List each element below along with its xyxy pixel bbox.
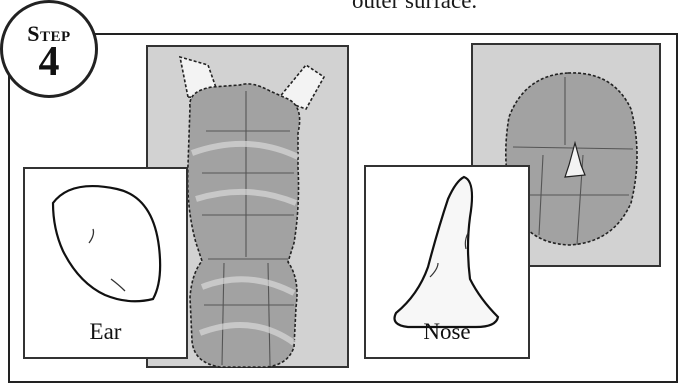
nose-inset: Nose bbox=[364, 165, 530, 359]
top-caption: outer surface. bbox=[352, 0, 477, 14]
step-badge: Step 4 bbox=[0, 0, 98, 98]
nose-label: Nose bbox=[366, 319, 528, 345]
ear-inset: Ear bbox=[23, 167, 188, 359]
ear-label: Ear bbox=[25, 319, 186, 345]
step-number: 4 bbox=[3, 41, 95, 83]
